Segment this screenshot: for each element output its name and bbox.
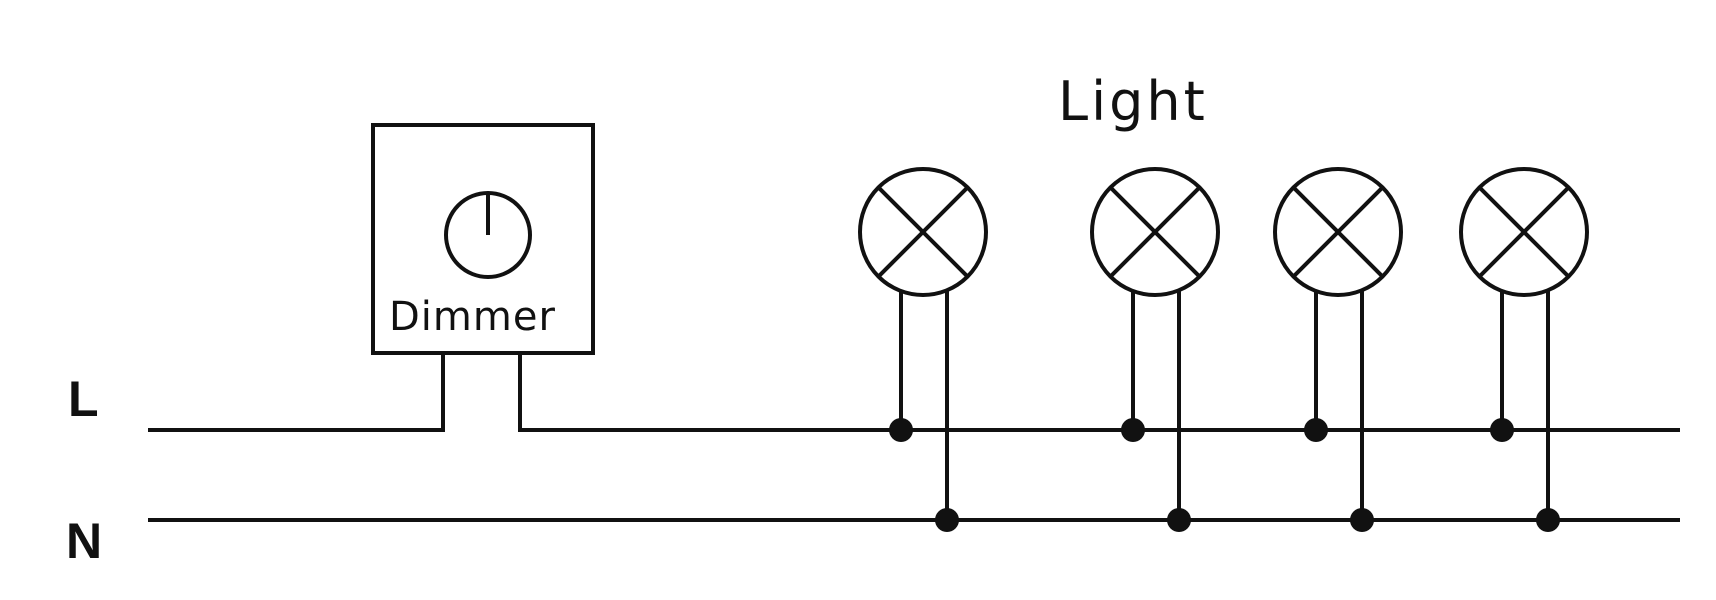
junction-dot-neutral bbox=[935, 508, 959, 532]
lamp-cross-line bbox=[877, 186, 969, 278]
neutral-label: N bbox=[66, 513, 102, 569]
junction-dot-neutral bbox=[1350, 508, 1374, 532]
lamp-cross-line bbox=[1109, 186, 1201, 278]
junction-dot-line bbox=[1490, 418, 1514, 442]
dimmer-label: Dimmer bbox=[389, 294, 556, 340]
line-wire-in bbox=[148, 355, 445, 432]
lamp-2 bbox=[1090, 167, 1220, 532]
lamp-3 bbox=[1273, 167, 1403, 532]
dimmer: Dimmer bbox=[371, 123, 595, 355]
junction-dot-neutral bbox=[1167, 508, 1191, 532]
light-label: Light bbox=[1058, 70, 1208, 133]
junction-dot-neutral bbox=[1536, 508, 1560, 532]
junction-dot-line bbox=[1304, 418, 1328, 442]
lamp-4 bbox=[1459, 167, 1589, 532]
lamps bbox=[858, 167, 1589, 532]
line-wire-out bbox=[518, 355, 1680, 432]
lamp-cross-line bbox=[1292, 186, 1384, 278]
junction-dot-line bbox=[889, 418, 913, 442]
power-knob-icon bbox=[444, 191, 532, 279]
junction-dot-line bbox=[1121, 418, 1145, 442]
lamp-1 bbox=[858, 167, 988, 532]
lamp-cross-line bbox=[1478, 186, 1570, 278]
line-label: L bbox=[68, 371, 99, 427]
